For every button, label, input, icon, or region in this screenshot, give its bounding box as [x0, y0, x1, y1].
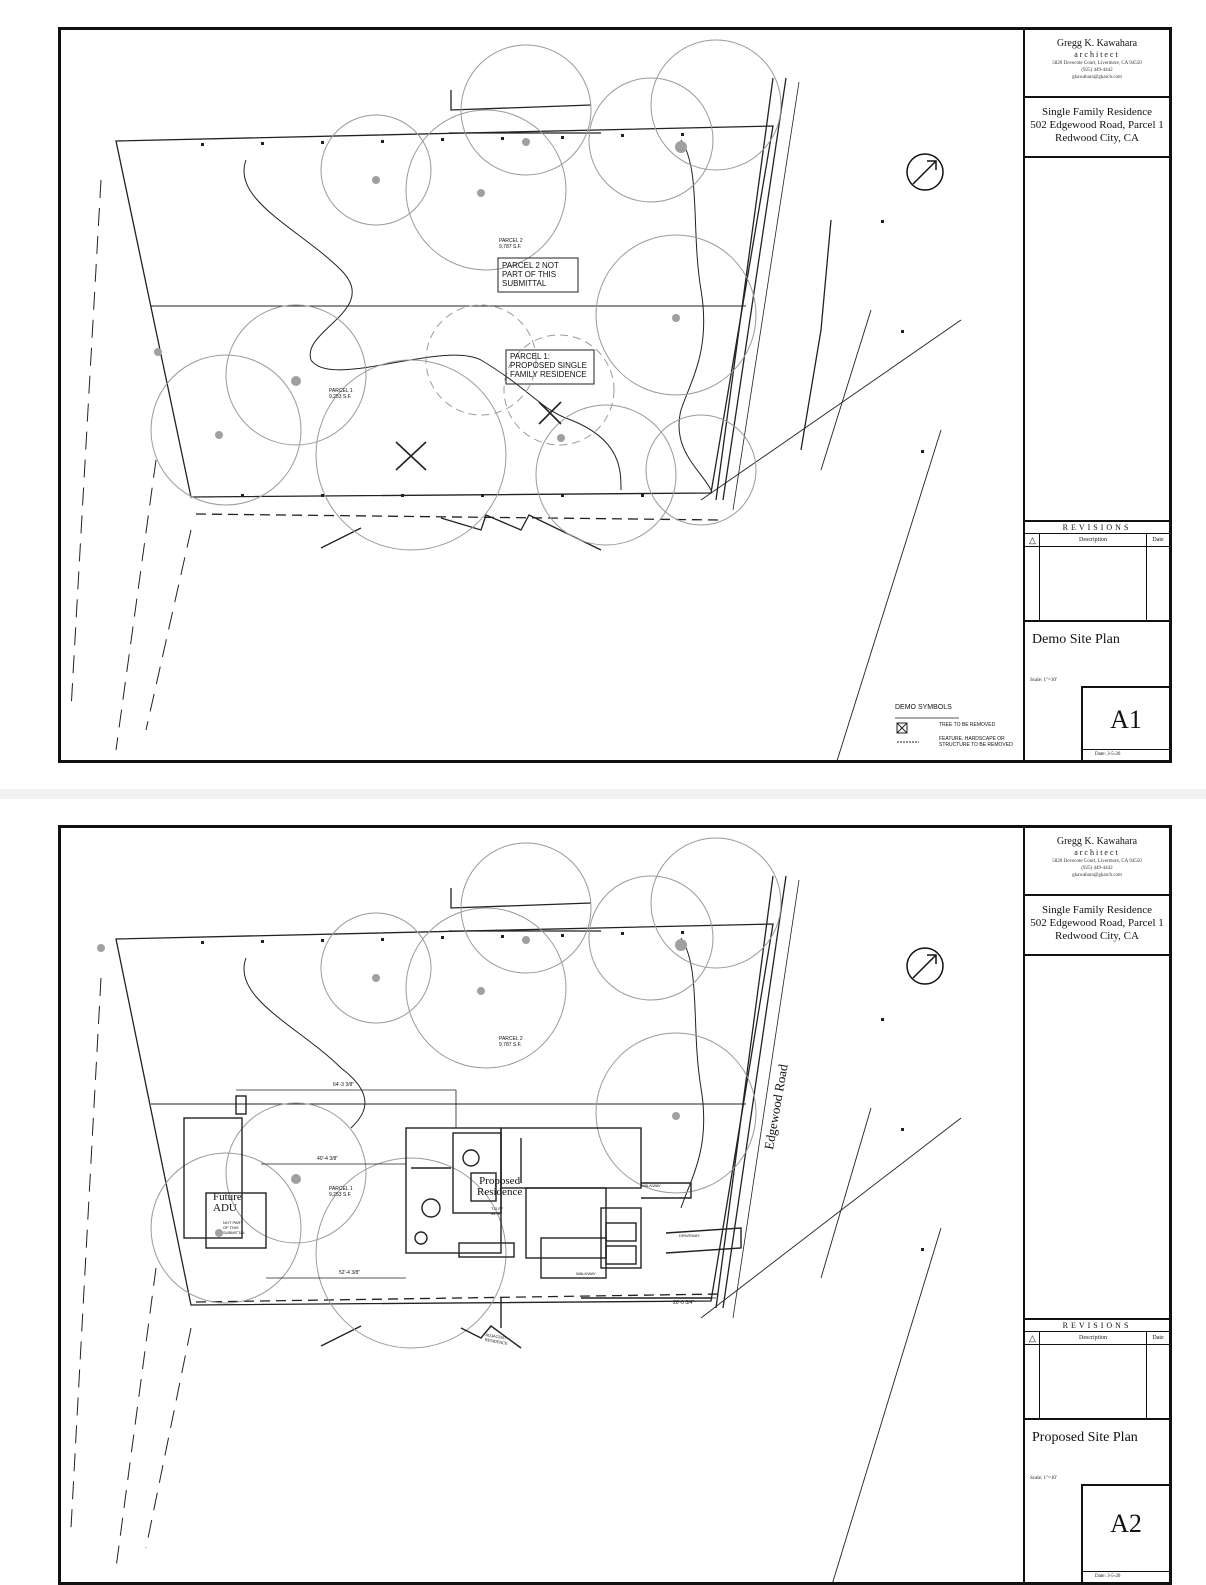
project-info: Single Family Residence 502 Edgewood Roa…: [1025, 898, 1169, 956]
project-name: Single Family Residence: [1042, 904, 1152, 916]
dimension-1: 64'-3 3/8": [333, 1082, 355, 1088]
sheet-a2: PARCEL 2 9,787 S.F. PARCEL 1 9,253 S.F. …: [58, 825, 1172, 1585]
firm-subtitle: architect: [1074, 848, 1120, 857]
sheet-separator: [0, 789, 1206, 799]
proposed-site-plan-drawing: PARCEL 2 9,787 S.F. PARCEL 1 9,253 S.F. …: [61, 828, 1027, 1582]
walkway-label-lower: WALKWAY: [576, 1271, 596, 1276]
demo-symbols-title: DEMO SYMBOLS: [895, 704, 952, 711]
sheet-number: A1: [1081, 686, 1169, 750]
parcel2-note-label: PARCEL 2 NOT PART OF THIS SUBMITTAL: [502, 261, 559, 288]
adu-note-label: NOT PART OF THIS SUBMITTAL: [223, 1220, 246, 1235]
revisions-table: REVISIONS △ Description Date: [1025, 1318, 1169, 1420]
firm-info: Gregg K. Kawahara architect 5820 Dovecot…: [1025, 828, 1169, 896]
revision-description-header: Description: [1039, 534, 1147, 546]
firm-name: Gregg K. Kawahara: [1056, 836, 1138, 847]
demo-site-plan-drawing: PARCEL 2 9,787 S.F. PARCEL 2 NOT PART OF…: [61, 30, 1027, 760]
firm-address: 5820 Dovecote Court, Livermore, CA 94550: [1052, 859, 1142, 864]
sheet-date: Date: 3-5-26: [1081, 749, 1169, 760]
project-info: Single Family Residence 502 Edgewood Roa…: [1025, 100, 1169, 158]
parcel1-note-label: PARCEL 1: PROPOSED SINGLE FAMILY RESIDEN…: [510, 352, 587, 379]
revision-date-header: Date: [1152, 537, 1164, 543]
parcel2-area-label: PARCEL 2 9,787 S.F.: [499, 1036, 523, 1048]
adu-label: Future ADU: [213, 1191, 242, 1214]
firm-phone: (925) 449-4442: [1081, 866, 1113, 871]
parcel-boundary: [115, 125, 774, 498]
north-arrow: [906, 947, 944, 985]
revisions-header: REVISIONS: [1025, 522, 1169, 534]
sheet-date: Date: 3-5-26: [1081, 1571, 1169, 1582]
revision-triangle-icon: △: [1029, 535, 1036, 545]
project-name: Single Family Residence: [1042, 106, 1152, 118]
sheet-scale: Scale: 1"=10': [1030, 678, 1057, 683]
title-block-a1: Gregg K. Kawahara architect 5820 Dovecot…: [1023, 30, 1169, 760]
firm-email: gkawahara@gkarch.com: [1072, 75, 1122, 80]
revisions-table: REVISIONS △ Description Date: [1025, 520, 1169, 622]
firm-name: Gregg K. Kawahara: [1056, 38, 1138, 49]
revision-description-header: Description: [1039, 1332, 1147, 1344]
walkway-label-upper: WALKWAY: [641, 1183, 661, 1188]
dimension-3: 52'-4 3/8": [339, 1270, 361, 1276]
parcel1-area-label: PARCEL 1 9,253 S.F.: [329, 388, 353, 400]
parcel2-area-label: PARCEL 2 9,787 S.F.: [499, 238, 523, 250]
title-block-a2: Gregg K. Kawahara architect 5820 Dovecot…: [1023, 828, 1169, 1582]
dimension-4: 20'-0 3/4": [673, 1300, 695, 1306]
proposed-site-plan-svg: [70, 837, 962, 1582]
dimension-2: 40'-4 3/8": [317, 1156, 339, 1162]
adu-footprint: [183, 1117, 243, 1239]
firm-info: Gregg K. Kawahara architect 5820 Dovecot…: [1025, 30, 1169, 98]
revision-triangle-icon: △: [1029, 1333, 1036, 1343]
sheet-scale: Scale: 1"=10': [1030, 1476, 1057, 1481]
sheet-number: A2: [1081, 1484, 1169, 1572]
parcel1-area-label: PARCEL 1 9,253 S.F.: [329, 1186, 353, 1198]
residence-label: Proposed Residence: [477, 1175, 523, 1198]
road-edge: [715, 77, 774, 501]
revisions-header: REVISIONS: [1025, 1320, 1169, 1332]
project-address: 502 Edgewood Road, Parcel 1: [1030, 917, 1164, 929]
firm-address: 5820 Dovecote Court, Livermore, CA 94550: [1052, 61, 1142, 66]
sheet-title: Demo Site Plan: [1025, 620, 1169, 686]
firm-email: gkawahara@gkarch.com: [1072, 873, 1122, 878]
demo-symbol-feature-label: FEATURE, HARDSCAPE OR STRUCTURE TO BE RE…: [939, 736, 1013, 748]
demo-symbol-tree-label: TREE TO BE REMOVED: [939, 722, 996, 728]
north-arrow: [906, 153, 944, 191]
finished-floor-label: T.O.FF 44'-6": [491, 1206, 504, 1216]
sheet-a1: PARCEL 2 9,787 S.F. PARCEL 2 NOT PART OF…: [58, 27, 1172, 763]
demo-site-plan-svg: [70, 39, 962, 760]
revision-date-header: Date: [1152, 1335, 1164, 1341]
driveway-label: DRIVEWAY: [679, 1233, 700, 1238]
project-city: Redwood City, CA: [1055, 930, 1139, 942]
firm-subtitle: architect: [1074, 50, 1120, 59]
project-city: Redwood City, CA: [1055, 132, 1139, 144]
project-address: 502 Edgewood Road, Parcel 1: [1030, 119, 1164, 131]
firm-phone: (925) 449-4442: [1081, 68, 1113, 73]
sheet-title: Proposed Site Plan: [1025, 1418, 1169, 1484]
